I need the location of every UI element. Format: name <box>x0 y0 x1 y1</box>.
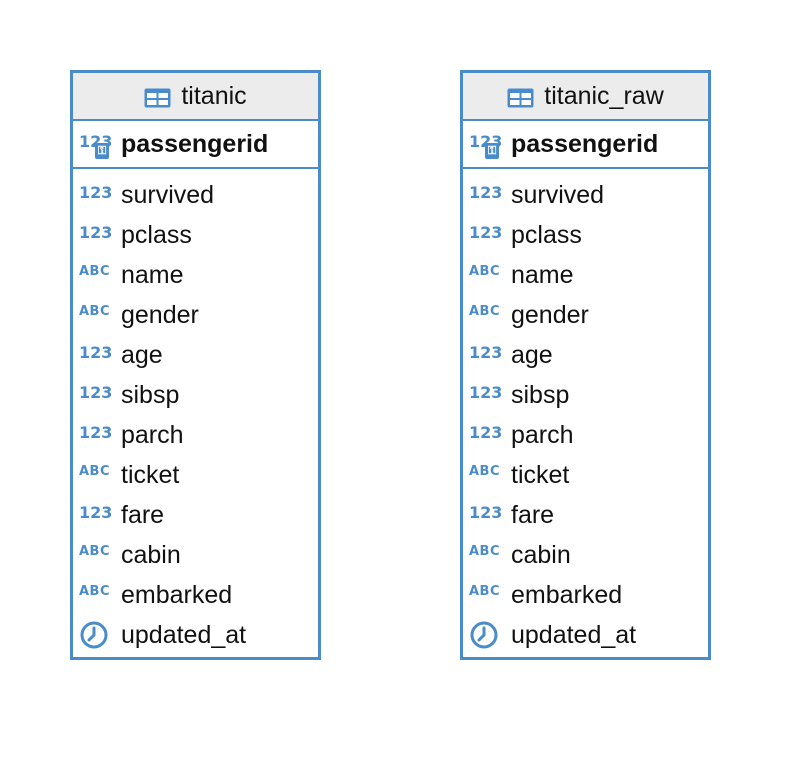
column-row[interactable]: ABC embarked <box>463 575 708 615</box>
text-type-icon: ABC <box>469 544 501 559</box>
column-row[interactable]: 123 age <box>463 335 708 375</box>
column-label: cabin <box>511 540 571 569</box>
column-label: sibsp <box>121 380 180 409</box>
text-type-icon: ABC <box>469 464 501 479</box>
column-row[interactable]: 123 fare <box>463 495 708 535</box>
column-label: ticket <box>511 460 570 489</box>
column-label: updated_at <box>511 620 637 649</box>
column-row[interactable]: 123 pclass <box>463 215 708 255</box>
column-label: ticket <box>121 460 180 489</box>
column-label: parch <box>511 420 574 449</box>
column-row[interactable]: 123 survived <box>73 175 318 215</box>
text-type-icon: ABC <box>79 464 111 479</box>
column-label: fare <box>121 500 165 529</box>
column-label: parch <box>121 420 184 449</box>
primary-key-icon: 123 ⚿ <box>469 132 503 159</box>
table-icon <box>507 86 534 108</box>
numeric-type-icon: 123 <box>469 503 503 522</box>
column-label: fare <box>511 500 555 529</box>
column-label: age <box>121 340 163 369</box>
text-type-icon: ABC <box>469 584 501 599</box>
column-row[interactable]: ABC gender <box>463 295 708 335</box>
column-row[interactable]: 123 survived <box>463 175 708 215</box>
column-label: pclass <box>511 220 582 249</box>
entity-title: titanic <box>181 81 247 110</box>
numeric-type-icon: 123 <box>79 503 113 522</box>
column-row[interactable]: 123 parch <box>463 415 708 455</box>
column-row[interactable]: 123 parch <box>73 415 318 455</box>
column-row[interactable]: ABC cabin <box>73 535 318 575</box>
column-row[interactable]: 123 sibsp <box>463 375 708 415</box>
text-type-icon: ABC <box>79 304 111 319</box>
column-label: embarked <box>121 580 233 609</box>
numeric-type-icon: 123 <box>79 383 113 402</box>
column-row[interactable]: ABC ticket <box>463 455 708 495</box>
column-row[interactable]: ABC cabin <box>463 535 708 575</box>
numeric-type-icon: 123 <box>469 223 503 242</box>
column-label: cabin <box>121 540 181 569</box>
primary-key-label: passengerid <box>121 129 269 158</box>
column-label: survived <box>121 180 215 209</box>
numeric-type-icon: 123 <box>469 183 503 202</box>
column-row[interactable]: ABC embarked <box>73 575 318 615</box>
column-row[interactable]: ABC ticket <box>73 455 318 495</box>
column-label: pclass <box>121 220 192 249</box>
column-label: updated_at <box>121 620 247 649</box>
numeric-type-icon: 123 <box>79 343 113 362</box>
column-row[interactable]: 123 fare <box>73 495 318 535</box>
clock-icon <box>469 621 505 649</box>
numeric-type-icon: 123 <box>469 383 503 402</box>
text-type-icon: ABC <box>469 304 501 319</box>
column-label: name <box>511 260 574 289</box>
entity-title: titanic_raw <box>544 81 664 110</box>
column-row[interactable]: ABC name <box>463 255 708 295</box>
column-label: embarked <box>511 580 623 609</box>
column-label: name <box>121 260 184 289</box>
column-label: age <box>511 340 553 369</box>
primary-key-row[interactable]: 123 ⚿ passengerid <box>73 121 318 169</box>
text-type-icon: ABC <box>79 584 111 599</box>
column-row[interactable]: ABC name <box>73 255 318 295</box>
primary-key-row[interactable]: 123 ⚿ passengerid <box>463 121 708 169</box>
numeric-type-icon: 123 <box>79 423 113 442</box>
column-row[interactable]: 123 pclass <box>73 215 318 255</box>
entity-card-titanic-raw[interactable]: titanic_raw 123 ⚿ passengerid 123 survive… <box>460 70 711 660</box>
entity-header[interactable]: titanic_raw <box>463 73 708 121</box>
numeric-type-icon: 123 <box>469 423 503 442</box>
text-type-icon: ABC <box>79 544 111 559</box>
clock-icon <box>79 621 115 649</box>
table-icon <box>144 86 171 108</box>
primary-key-icon: 123 ⚿ <box>79 132 113 159</box>
numeric-type-icon: 123 <box>79 183 113 202</box>
column-row[interactable]: updated_at <box>463 615 708 655</box>
numeric-type-icon: 123 <box>469 343 503 362</box>
column-label: survived <box>511 180 605 209</box>
primary-key-label: passengerid <box>511 129 659 158</box>
column-row[interactable]: updated_at <box>73 615 318 655</box>
column-row[interactable]: 123 age <box>73 335 318 375</box>
column-row[interactable]: 123 sibsp <box>73 375 318 415</box>
numeric-type-icon: 123 <box>79 223 113 242</box>
column-label: sibsp <box>511 380 570 409</box>
entity-header[interactable]: titanic <box>73 73 318 121</box>
column-label: gender <box>511 300 589 329</box>
text-type-icon: ABC <box>469 264 501 279</box>
text-type-icon: ABC <box>79 264 111 279</box>
column-row[interactable]: ABC gender <box>73 295 318 335</box>
column-label: gender <box>121 300 199 329</box>
